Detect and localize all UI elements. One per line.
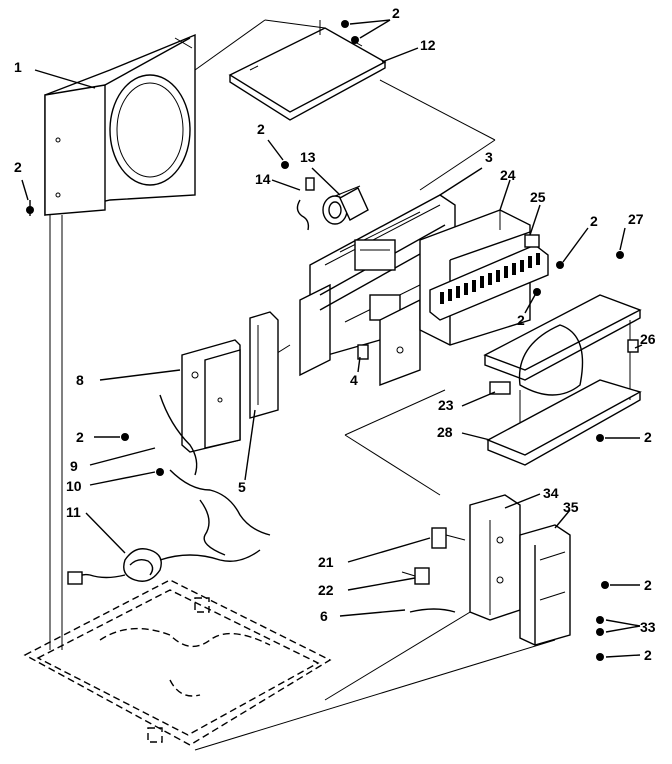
callout-2: 2 [76, 429, 84, 445]
callout-33: 33 [640, 619, 656, 635]
callout-6: 6 [320, 608, 328, 624]
callout-2: 2 [644, 429, 652, 445]
control-box-part-35 [519, 524, 571, 646]
power-cord-part-11 [67, 548, 261, 585]
callout-22: 22 [318, 582, 334, 598]
screw-icon [121, 433, 129, 441]
grille-part-25 [429, 234, 549, 321]
screw-icon [601, 581, 609, 589]
bracket-part-8 [181, 339, 241, 453]
clip-part-14 [296, 177, 315, 231]
callout-23: 23 [438, 397, 454, 413]
screw-icon [596, 434, 604, 442]
bracket-part-23 [489, 381, 511, 395]
screw-icon [596, 628, 604, 636]
base-pan-dashed [23, 579, 332, 746]
callout-2: 2 [392, 5, 400, 21]
callout-28: 28 [437, 424, 453, 440]
switch-part-21 [431, 527, 466, 549]
clip-part-4 [357, 344, 369, 360]
top-cover-part-12 [228, 20, 387, 121]
callout-12: 12 [420, 37, 436, 53]
screw-icon [533, 288, 541, 296]
callout-13: 13 [300, 149, 316, 165]
callout-2: 2 [257, 121, 265, 137]
callout-9: 9 [70, 458, 78, 474]
callout-8: 8 [76, 372, 84, 388]
screw-icon [556, 261, 564, 269]
wire-harness-part-10 [169, 469, 271, 556]
callout-34: 34 [543, 485, 559, 501]
screw-icon [341, 20, 349, 28]
callout-35: 35 [563, 499, 579, 515]
callout-2: 2 [14, 159, 22, 175]
callout-21: 21 [318, 554, 334, 570]
callout-25: 25 [530, 189, 546, 205]
blower-housing-part-26 [483, 294, 642, 430]
callout-11: 11 [66, 504, 81, 520]
callout-2: 2 [644, 577, 652, 593]
base-pan-part-28 [486, 379, 642, 466]
switch-part-22 [401, 567, 430, 585]
callout-1: 1 [14, 59, 22, 75]
callout-10: 10 [66, 478, 82, 494]
callout-4: 4 [350, 372, 358, 388]
motor-part-13 [322, 185, 369, 225]
screw-icon [596, 653, 604, 661]
screw-icon [156, 468, 164, 476]
callout-2: 2 [644, 647, 652, 663]
leader-lines [21, 19, 643, 658]
callout-24: 24 [500, 167, 516, 183]
callout-2: 2 [517, 312, 525, 328]
callout-5: 5 [238, 479, 246, 495]
screw-icon [351, 36, 359, 44]
wire-harness-part-9 [159, 394, 198, 476]
bracket-part-5 [249, 311, 279, 419]
screw-icon [26, 200, 34, 216]
screw-icon [281, 161, 289, 169]
control-bracket-part-34 [469, 494, 521, 621]
front-panel-part-1 [44, 33, 196, 216]
callout-14: 14 [255, 171, 271, 187]
callout-26: 26 [640, 331, 656, 347]
callout-3: 3 [485, 149, 493, 165]
cabinet-outline-lines [49, 19, 556, 751]
callout-2: 2 [590, 213, 598, 229]
screw-icon [596, 616, 604, 624]
screw-icon [616, 251, 624, 259]
callout-27: 27 [628, 211, 644, 227]
screws [26, 20, 624, 661]
wire-part-6 [409, 608, 456, 613]
